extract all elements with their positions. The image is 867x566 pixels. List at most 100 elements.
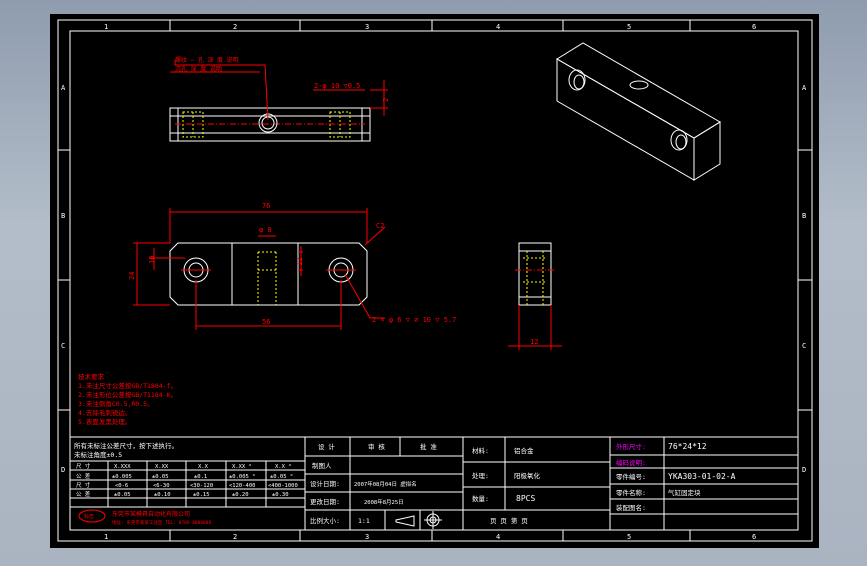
quantity-value: 8PCS xyxy=(516,494,535,503)
tech-note-5: 5.表面发黑处理。 xyxy=(78,417,131,426)
code-label: 编码说明: xyxy=(616,458,646,467)
tol-header-2: X.XX xyxy=(155,464,169,470)
tol-header-5: X.X ° xyxy=(275,464,292,470)
tol-header-0: 尺 寸 xyxy=(76,462,91,470)
tol-r1-c4: <120-400 xyxy=(229,483,256,489)
grid-num-top-4: 4 xyxy=(496,23,500,31)
dim-76: 76 xyxy=(262,202,270,210)
tol-r1-c1: <0-6 xyxy=(115,483,128,489)
grid-letter-right-d: D xyxy=(802,466,806,474)
tol-r2-c1: ±0.05 xyxy=(114,492,131,498)
tol-r1-c3: <30-120 xyxy=(190,483,213,489)
dim-56: 56 xyxy=(262,318,270,326)
tol-header-3: X.X xyxy=(198,464,209,470)
tech-note-2: 2.未注形位公差按GB/T1184-K。 xyxy=(78,390,177,399)
dim-hole-top: 2-φ 10 ▽0.5 xyxy=(314,82,360,90)
grid-num-bottom-5: 5 xyxy=(627,533,631,541)
projection-symbol-icon xyxy=(395,511,442,529)
general-tolerance-sub: 未标注角度±0.5 xyxy=(74,450,122,459)
dim-24: 24 xyxy=(128,272,136,280)
front-view-dimensions xyxy=(133,208,386,330)
grid-ticks xyxy=(58,20,812,541)
grid-num-bottom-4: 4 xyxy=(496,533,500,541)
material-value: 铝合金 xyxy=(514,446,534,455)
tol-r2-c4: ±0.20 xyxy=(232,492,249,498)
grid-num-bottom-1: 1 xyxy=(104,533,108,541)
tech-note-title: 技术要求 xyxy=(78,372,105,381)
grid-letter-left-d: D xyxy=(61,466,65,474)
tol-r2-c0: 公 差 xyxy=(76,490,91,498)
company-logo-icon xyxy=(78,509,106,523)
grid-num-top-6: 6 xyxy=(752,23,756,31)
tol-r0-c0: 公 差 xyxy=(76,472,91,480)
treatment-label: 处理: xyxy=(472,471,489,480)
part-ref-label: 装配图名: xyxy=(616,503,646,512)
chamfer-c2: C2 xyxy=(376,222,384,230)
company-name: 东莞市某模具自动化有限公司 xyxy=(112,510,190,518)
part-no-label: 零件编号: xyxy=(616,472,646,481)
company-address: 地址: 东莞市某某工业区 TEL: 0769-8888888 xyxy=(112,519,211,526)
paper xyxy=(50,14,819,548)
dim-phi8: φ 8 xyxy=(259,226,272,234)
tol-r0-c5: ±0.05 ° xyxy=(270,474,293,480)
grid-letter-right-b: B xyxy=(802,212,806,220)
revise-date-label: 更改日期: xyxy=(310,497,340,506)
size-label: 外形尺寸: xyxy=(616,442,646,451)
dim-2: 2 xyxy=(382,98,390,102)
part-no-value: YKA303-01-02-A xyxy=(668,472,736,481)
grid-letter-right-a: A xyxy=(802,84,807,92)
treatment-value: 阳极氧化 xyxy=(514,471,541,480)
note-red-top: 螺纹 — 孔 深 度 说明 xyxy=(175,56,239,64)
sign-designer: 设 计 xyxy=(318,442,335,451)
grid-num-top-1: 1 xyxy=(104,23,108,31)
tol-r1-c0: 尺 寸 xyxy=(76,481,91,489)
tol-r0-c1: ±0.005 xyxy=(112,474,132,480)
revise-date-value: 2008年8月25日 xyxy=(364,498,404,506)
tech-note-1: 1.未注尺寸公差按GB/T1804-f。 xyxy=(78,381,177,390)
design-date-label: 设计日期: xyxy=(310,479,340,488)
grid-letter-right-c: C xyxy=(802,342,806,350)
drawn-by-label: 制图人 xyxy=(312,461,332,470)
grid-letter-left-a: A xyxy=(61,84,66,92)
dim-hole-bottom: 2 × φ 6 ▽ ⌀ 10 ▽ 5.7 xyxy=(372,316,456,324)
grid-num-top-5: 5 xyxy=(627,23,631,31)
tol-r0-c4: ±0.005 ° xyxy=(229,474,256,480)
sign-checker: 审 核 xyxy=(368,442,385,451)
material-label: 材料: xyxy=(472,446,489,455)
tol-r2-c5: ±0.30 xyxy=(272,492,289,498)
top-view-dimensions xyxy=(170,60,388,121)
page-info: 页 页 第 页 xyxy=(490,516,528,525)
tol-r0-c2: ±0.05 xyxy=(152,474,169,480)
side-view-dimensions xyxy=(508,305,562,350)
tech-note-3: 3.未注倒角C0.5,R0.5。 xyxy=(78,399,154,408)
company-logo: 标志 xyxy=(84,513,94,520)
dim-12-slot: 12 xyxy=(296,258,304,266)
tol-r0-c3: ±0.1 xyxy=(194,474,207,480)
grid-num-top-2: 2 xyxy=(233,23,237,31)
note-red-top2: 沉孔 深 度 说明 xyxy=(175,65,222,73)
tol-header-4: X.XX ° xyxy=(232,464,252,470)
grid-num-bottom-2: 2 xyxy=(233,533,237,541)
quantity-label: 数量: xyxy=(472,494,489,503)
tol-r1-c5: <400-1000 xyxy=(268,483,298,489)
tol-r2-c2: ±0.10 xyxy=(154,492,171,498)
tol-r1-c2: <6-30 xyxy=(153,483,170,489)
top-view xyxy=(169,107,371,142)
scale-label: 比例大小: xyxy=(310,516,340,525)
grid-num-bottom-6: 6 xyxy=(752,533,756,541)
tol-r2-c3: ±0.15 xyxy=(193,492,210,498)
tol-header-1: X.XXX xyxy=(114,464,131,470)
grid-letter-left-b: B xyxy=(61,212,65,220)
title-block xyxy=(69,436,799,531)
dim-12-side: 12 xyxy=(530,338,538,346)
dim-10: 10 xyxy=(148,256,156,264)
grid-num-top-3: 3 xyxy=(365,23,369,31)
size-value: 76*24*12 xyxy=(668,442,707,451)
grid-letter-left-c: C xyxy=(61,342,65,350)
part-name-value: 气缸固定块 xyxy=(668,488,701,497)
grid-num-bottom-3: 3 xyxy=(365,533,369,541)
design-date-value: 2007年08月04日 虚拟名 xyxy=(354,480,417,488)
tech-note-4: 4.去除毛刺锐边。 xyxy=(78,408,131,417)
general-tolerance-heading: 所有未标注公差尺寸，按下述执行。 xyxy=(74,441,178,450)
